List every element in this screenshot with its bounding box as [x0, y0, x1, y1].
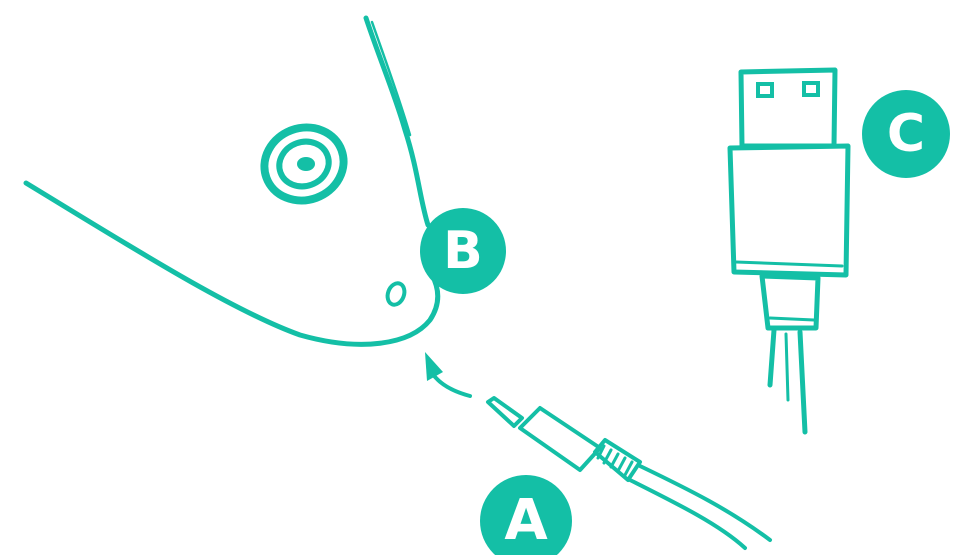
device-right-outline-sketch — [370, 20, 412, 137]
button-outer-ring — [260, 123, 348, 205]
device-right-outline — [363, 15, 431, 228]
label-a-badge: A — [480, 475, 572, 555]
arrow-head — [425, 352, 443, 381]
usb-cable-left — [767, 327, 777, 388]
plug-grip — [593, 438, 642, 482]
usb-contact-right — [802, 81, 820, 97]
plug-sleeve — [518, 406, 602, 472]
plug-tip — [486, 396, 524, 428]
usb-housing-edge — [734, 260, 844, 268]
button-center — [297, 157, 315, 171]
plug-cable-upper — [638, 464, 772, 542]
audio-jack-plug-icon — [486, 396, 772, 550]
device-lower-outline — [23, 180, 441, 347]
device-body-icon — [23, 15, 441, 347]
usb-strain-relief-edge — [768, 316, 816, 322]
label-b-badge: B — [420, 208, 506, 294]
usb-strain-relief — [759, 273, 821, 331]
arrow-shaft — [430, 371, 472, 398]
insert-arrow-icon — [425, 352, 472, 398]
usb-housing — [727, 143, 851, 278]
usb-contact-left — [756, 82, 774, 98]
plug-cable-lower — [628, 478, 747, 550]
usb-connector-icon — [727, 67, 851, 435]
plug-grip-ridges — [596, 444, 634, 477]
usb-cable-center — [784, 332, 790, 402]
label-c-badge: C — [862, 90, 950, 178]
usb-metal-tip — [738, 67, 838, 149]
charging-port-icon — [385, 281, 407, 307]
button-middle-ring — [276, 138, 332, 190]
usb-cable-right — [797, 329, 808, 435]
